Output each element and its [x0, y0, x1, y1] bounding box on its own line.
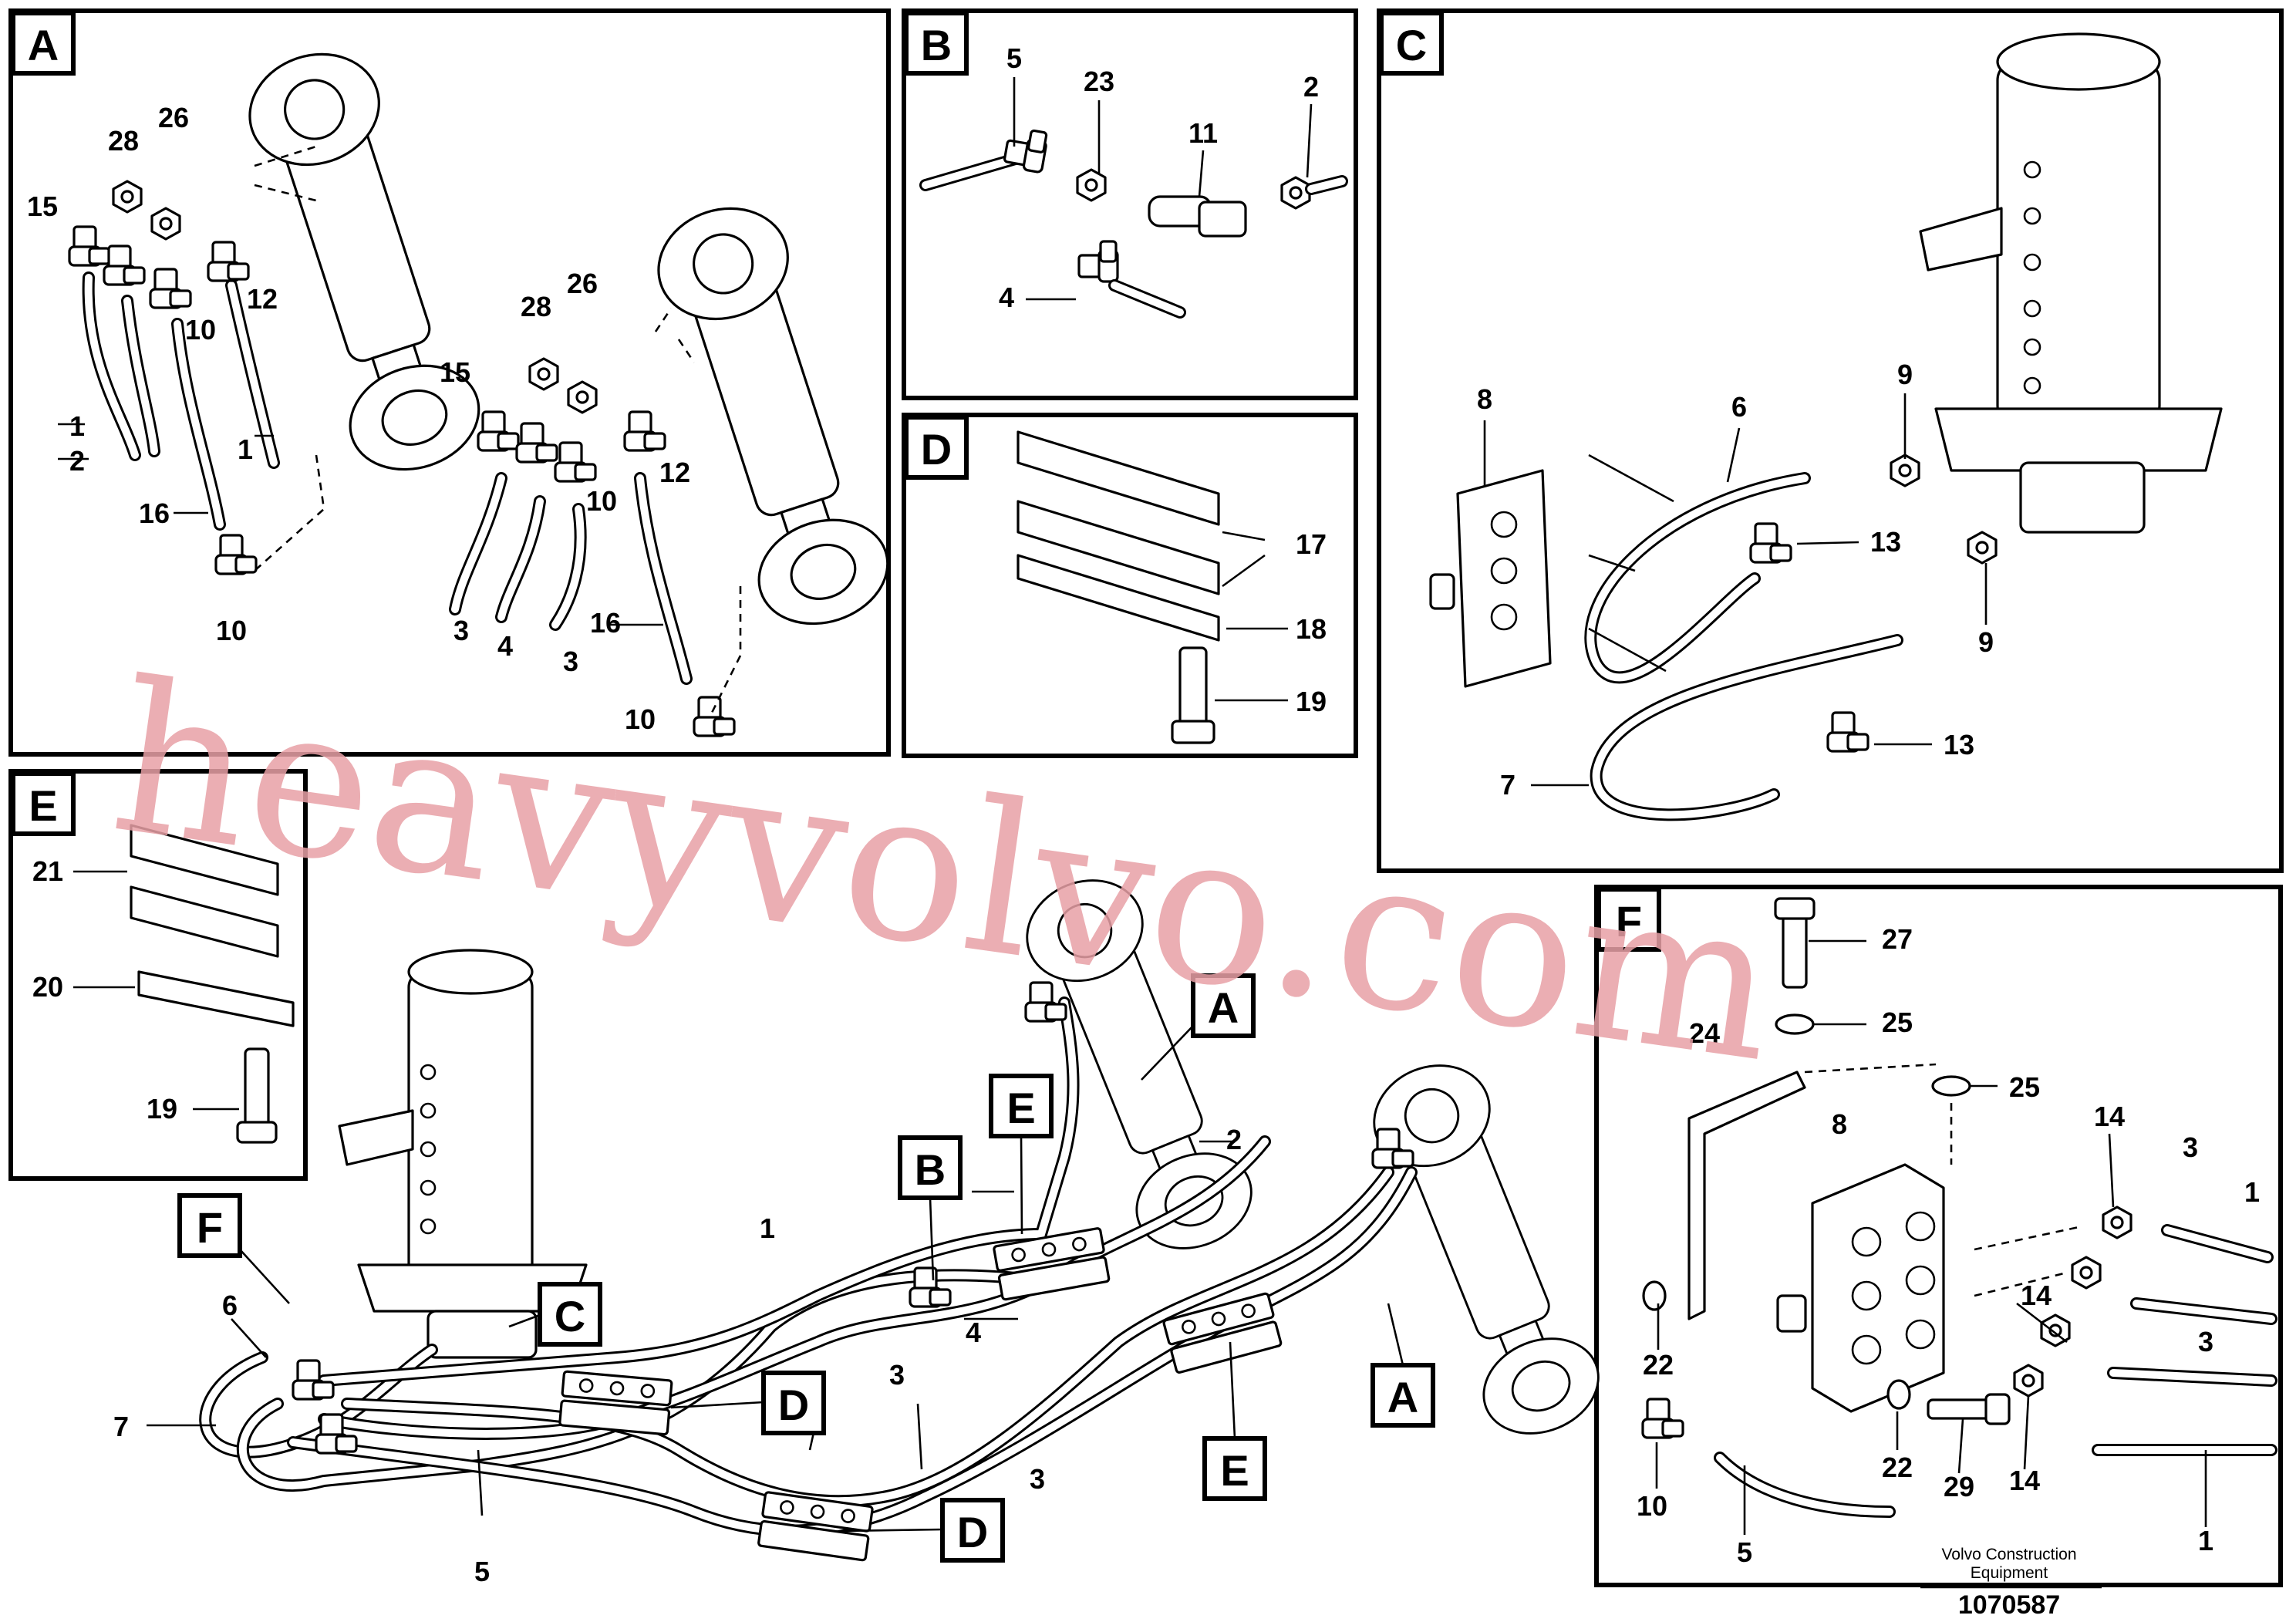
callout-b: B: [915, 1145, 946, 1194]
footer: Volvo Construction Equipment 1070587: [1920, 1546, 2102, 1620]
brand-line-2: Equipment: [1971, 1564, 2048, 1582]
callout-c: C: [555, 1292, 585, 1340]
label: 2: [1226, 1124, 1242, 1155]
panel-d-labels: 17 18 19: [1296, 528, 1327, 717]
label: 5: [474, 1556, 490, 1587]
label: 19: [147, 1093, 177, 1125]
panel-c-letter: C: [1396, 21, 1427, 69]
label: 3: [2198, 1326, 2213, 1357]
label: 3: [889, 1359, 905, 1391]
main-callouts: A A B C D D E E F: [177, 973, 1435, 1563]
panel-a-letter: A: [28, 21, 59, 69]
label: 27: [1882, 923, 1913, 955]
label: 13: [1870, 526, 1901, 558]
label: 4: [999, 282, 1014, 313]
label: 10: [1637, 1490, 1667, 1522]
label: 1: [760, 1212, 775, 1244]
label: 6: [222, 1290, 238, 1321]
panel-b: B 5 23 11 2 4: [902, 8, 1358, 400]
label: 2: [1303, 71, 1319, 103]
label: 1: [69, 410, 85, 442]
label: 26: [567, 268, 598, 299]
label: 18: [1296, 613, 1327, 645]
label: 24: [1689, 1017, 1720, 1049]
label: 26: [158, 102, 189, 133]
label: 14: [2021, 1280, 2052, 1311]
label: 28: [108, 125, 139, 157]
panel-c: C 8 6 9 13 9 7 13: [1377, 8, 2284, 873]
panel-c-labels: 8 6 9 13 9 7 13: [1477, 359, 1994, 801]
panel-e-letter: E: [29, 781, 57, 830]
label: 1: [2198, 1525, 2213, 1556]
callout-e: E: [1006, 1084, 1035, 1132]
callout-a: A: [1387, 1373, 1418, 1421]
label: 20: [32, 971, 63, 1003]
watermark: heavyvolvo.com: [101, 636, 1790, 1109]
label: 12: [247, 283, 278, 315]
label: 11: [1188, 117, 1218, 149]
label: 15: [27, 191, 58, 222]
callout-a: A: [1208, 983, 1239, 1032]
callout-f: F: [197, 1203, 223, 1252]
label: 3: [2183, 1131, 2198, 1163]
label: 1: [238, 433, 253, 465]
label: 5: [1737, 1536, 1752, 1568]
main-assembly: 1 2 4 3 3 6 7 5 A A B C D D E E: [113, 862, 1614, 1587]
label: 7: [113, 1411, 129, 1442]
label: 10: [625, 703, 656, 735]
panel-a-labels: 28 26 15 12 10 1 2 16 10 28 26 15 12 10 …: [27, 102, 690, 735]
main-labels: 1 2 4 3 3 6 7 5: [113, 1124, 1242, 1587]
label: 9: [1897, 359, 1913, 390]
label: 29: [1944, 1471, 1974, 1502]
label: 2: [69, 445, 85, 477]
label: 9: [1978, 626, 1994, 658]
label: 8: [1832, 1108, 1847, 1140]
panel-f-letter: F: [1616, 897, 1642, 946]
label: 28: [521, 291, 551, 322]
label: 7: [1500, 769, 1515, 801]
panel-f-labels: 27 25 24 25 8 14 3 1 14 22 3 22 14 29 10…: [1637, 923, 2260, 1568]
panel-e: E 21 20 19: [8, 769, 308, 1181]
callout-d: D: [778, 1381, 809, 1429]
label: 14: [2009, 1465, 2040, 1496]
label: 16: [139, 497, 170, 529]
label: 5: [1006, 42, 1022, 74]
callout-e: E: [1220, 1446, 1249, 1495]
label: 22: [1643, 1349, 1674, 1381]
document-number: 1070587: [1958, 1590, 2060, 1620]
panel-b-labels: 5 23 11 2 4: [999, 42, 1319, 313]
panel-a: A 28 26 15 12 10 1: [8, 8, 902, 757]
label: 8: [1477, 383, 1492, 415]
label: 12: [659, 457, 690, 488]
label: 14: [2094, 1101, 2125, 1132]
label: 10: [586, 485, 617, 517]
label: 4: [497, 630, 513, 662]
label: 6: [1731, 391, 1747, 423]
label: 4: [966, 1317, 981, 1348]
panel-f: F 27 25 24 25 8 14 3 1: [1594, 885, 2283, 1587]
label: 23: [1084, 66, 1114, 97]
panel-d: D 17 18 19: [902, 413, 1358, 758]
panel-e-labels: 21 20 19: [32, 855, 177, 1125]
label: 1: [2244, 1176, 2260, 1208]
brand-line-1: Volvo Construction: [1941, 1546, 2076, 1563]
label: 25: [2009, 1071, 2040, 1103]
label: 13: [1944, 729, 1974, 760]
label: 3: [453, 615, 469, 646]
label: 21: [32, 855, 63, 887]
label: 19: [1296, 686, 1327, 717]
panel-b-letter: B: [921, 21, 952, 69]
label: 10: [216, 615, 247, 646]
label: 16: [590, 607, 621, 639]
label: 25: [1882, 1007, 1913, 1038]
label: 15: [440, 356, 470, 388]
callout-d: D: [957, 1508, 988, 1556]
label: 3: [563, 646, 578, 677]
label: 10: [185, 314, 216, 346]
label: 22: [1882, 1452, 1913, 1483]
panel-d-letter: D: [921, 425, 952, 474]
label: 3: [1030, 1463, 1045, 1495]
label: 17: [1296, 528, 1327, 560]
